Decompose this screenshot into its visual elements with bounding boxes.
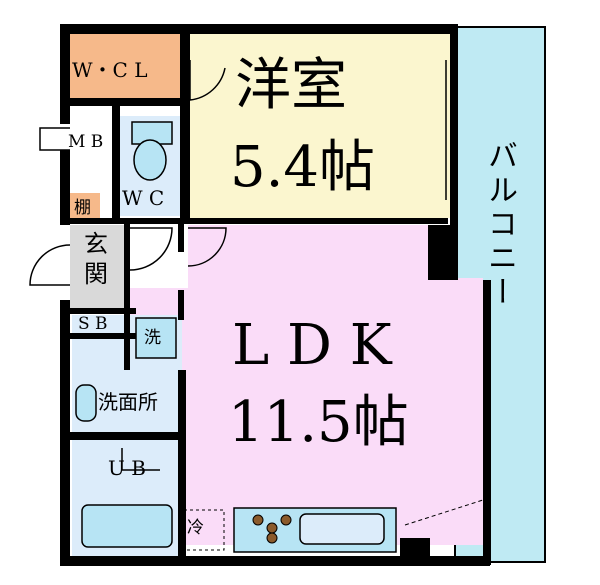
ub-label: U B	[108, 456, 146, 480]
wash-machine-label: 洗	[144, 328, 161, 348]
washroom-label: 洗面所	[98, 390, 158, 414]
entrance-label-bottom: 関	[84, 260, 108, 288]
western-room-name: 洋室	[235, 53, 347, 118]
shelf-label: 棚	[74, 198, 91, 218]
entrance-label-top: 玄	[84, 230, 108, 258]
western-room-size: 5.4帖	[230, 135, 376, 200]
fridge-label: 冷	[187, 518, 204, 538]
wcl-label: W・C L	[72, 58, 148, 82]
entrance-area	[70, 225, 128, 310]
wcl-area	[70, 33, 182, 98]
ldk-size: 11.5帖	[228, 390, 409, 455]
ldk-area	[128, 225, 483, 545]
mb-label: M B	[68, 132, 104, 152]
western-room-area	[188, 33, 450, 218]
ldk-name: L D K	[232, 313, 392, 378]
balcony-label: バルコニー	[482, 140, 517, 310]
sb-label: S B	[78, 314, 108, 334]
wc-label: W C	[122, 186, 165, 210]
